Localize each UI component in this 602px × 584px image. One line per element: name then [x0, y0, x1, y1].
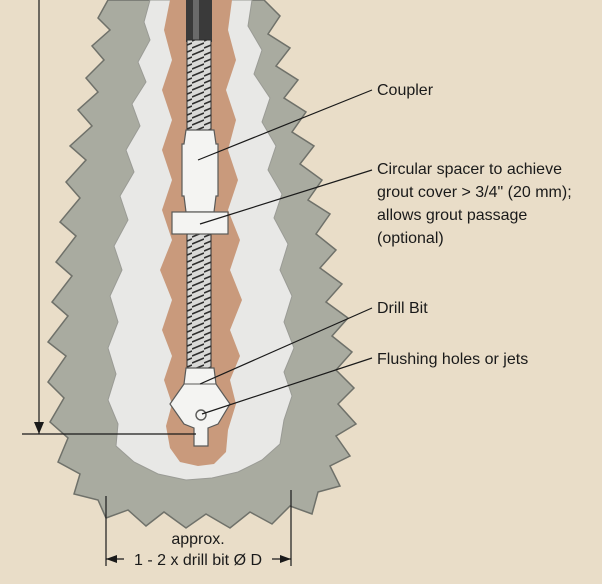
- flushing-hole: [195, 409, 207, 421]
- label-spacer-line2: grout cover > 3/4" (20 mm);: [377, 184, 572, 201]
- label-coupler: Coupler: [377, 82, 434, 99]
- leader-drill-bit: [199, 307, 373, 385]
- label-approx: approx.: [171, 531, 224, 548]
- label-spacer-line1: Circular spacer to achieve: [377, 161, 562, 178]
- threaded-bar-upper: [186, 39, 212, 137]
- leader-spacer: [199, 169, 373, 225]
- width-arrow-right: [280, 555, 291, 563]
- width-arrow-left: [106, 555, 117, 563]
- leader-coupler: [197, 89, 373, 161]
- coupler: [181, 129, 219, 213]
- threaded-bar-lower: [186, 211, 212, 373]
- label-flushing: Flushing holes or jets: [377, 351, 528, 368]
- label-drill-bit: Drill Bit: [377, 300, 428, 317]
- label-width-note: 1 - 2 x drill bit Ø D: [134, 552, 262, 569]
- label-spacer-line3: allows grout passage: [377, 207, 527, 224]
- depth-arrow-head: [34, 422, 44, 434]
- label-spacer-line4: (optional): [377, 230, 444, 247]
- bar-top-highlight: [193, 0, 199, 42]
- leader-flushing: [201, 357, 373, 415]
- circular-spacer: [171, 211, 229, 235]
